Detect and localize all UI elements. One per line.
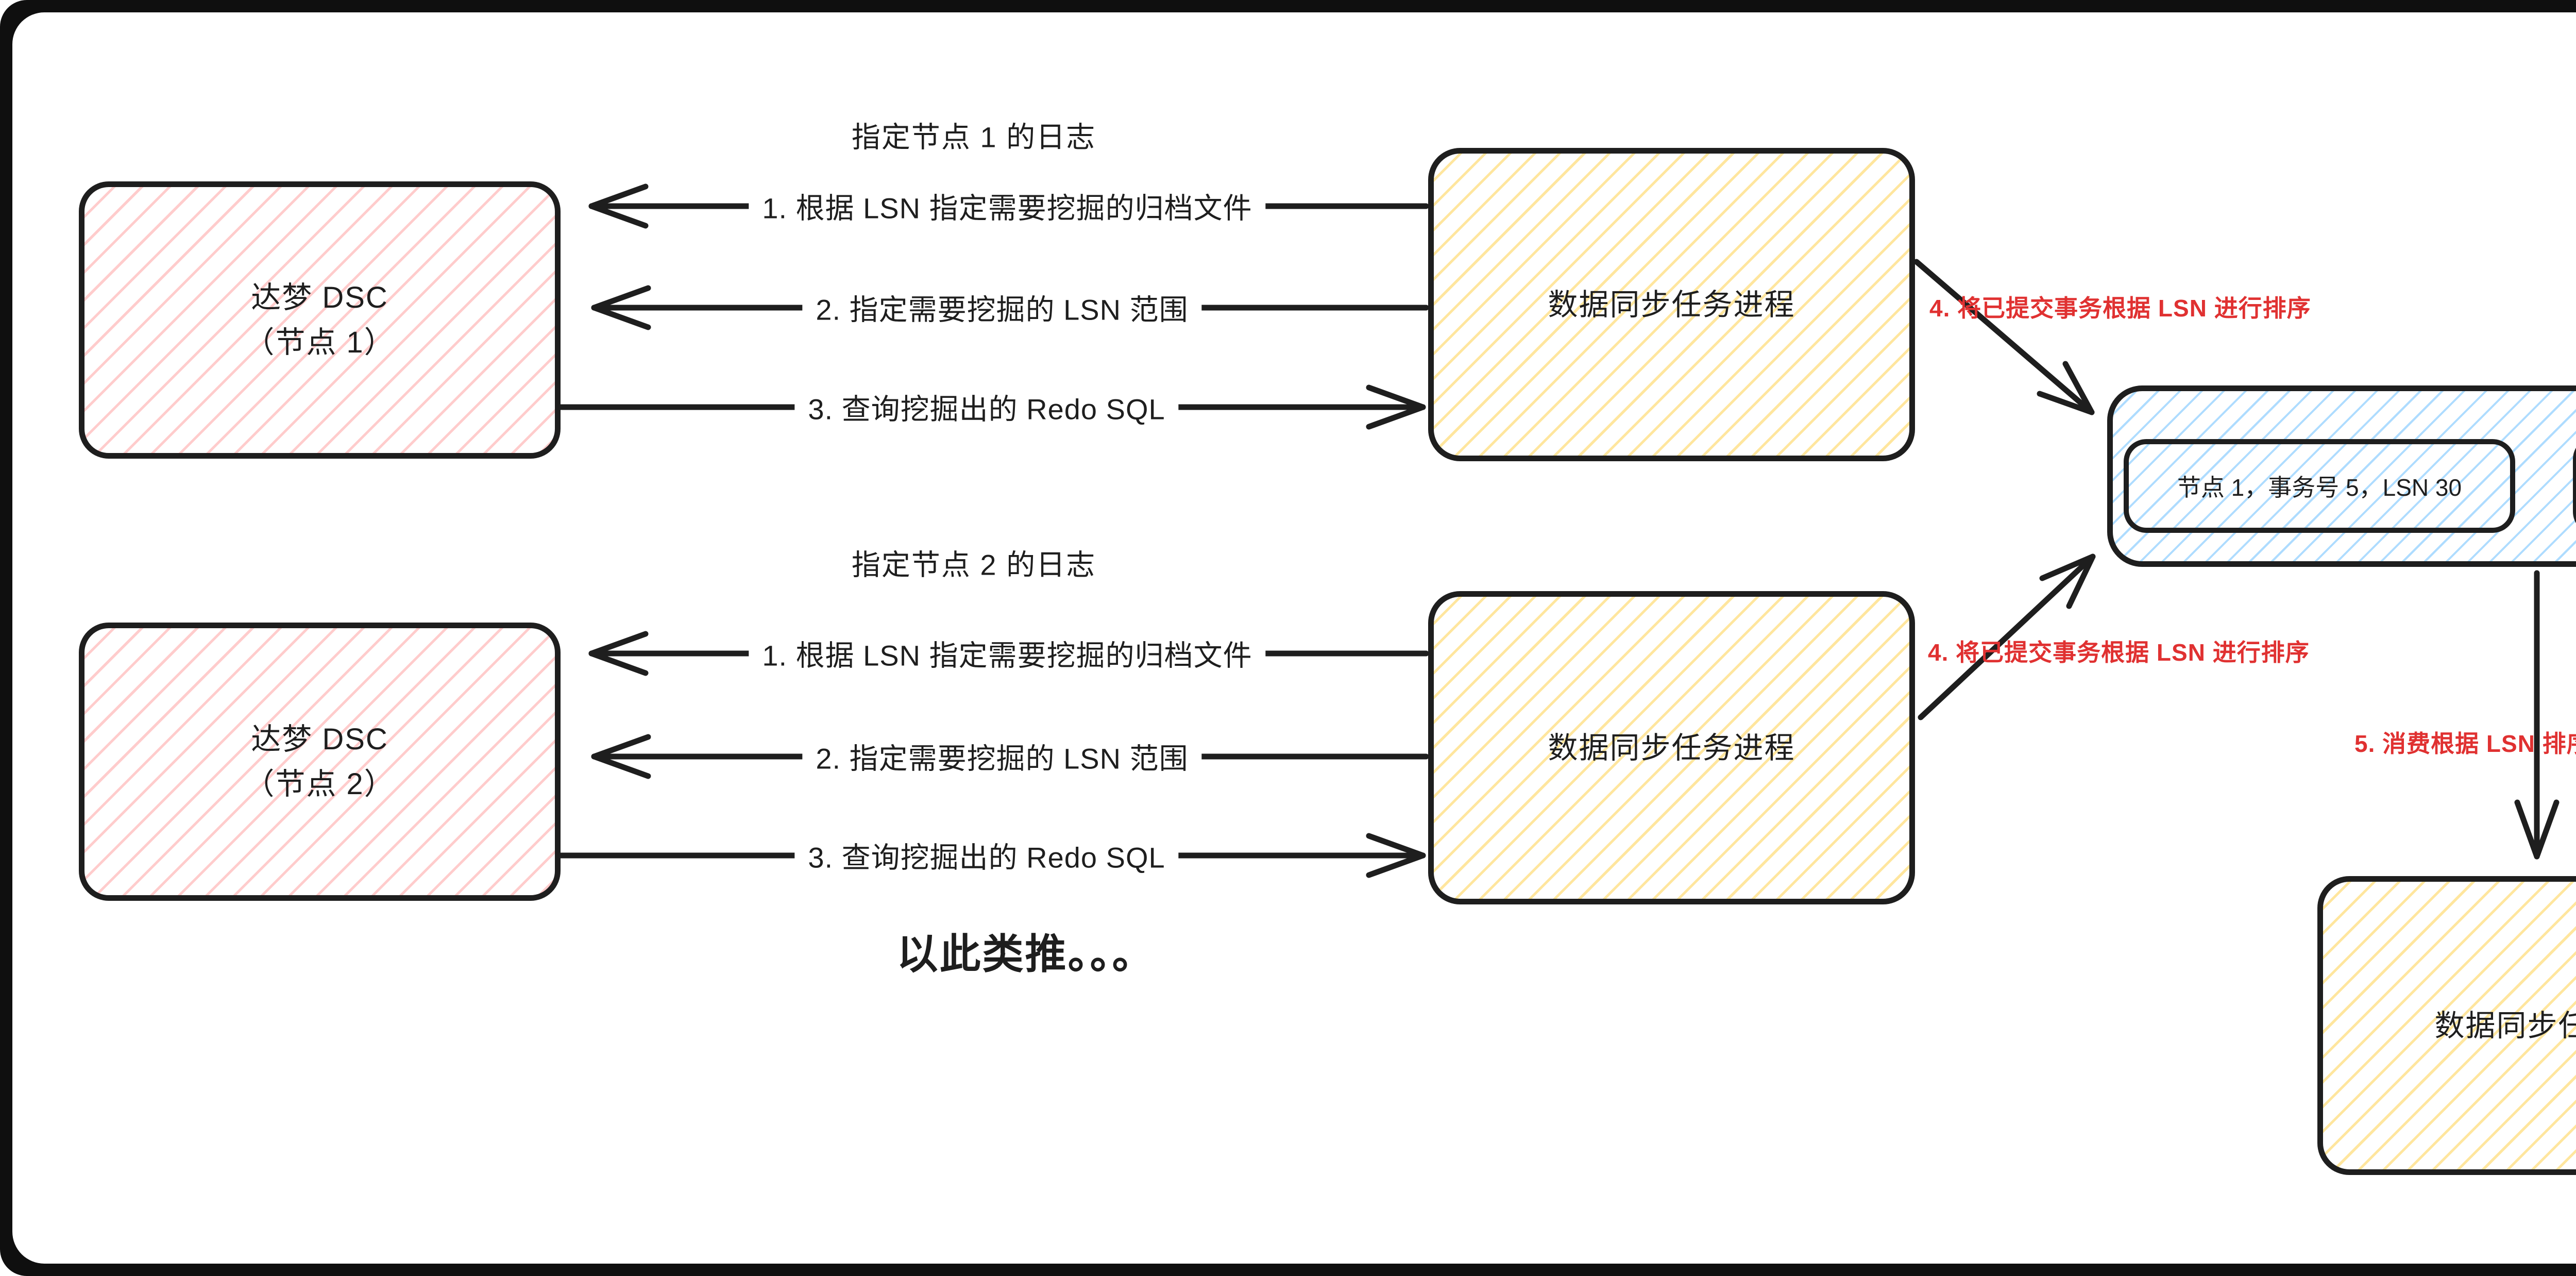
sync-task-top-label: 数据同步任务进程 — [1548, 288, 1795, 322]
dsc-node-2-title-line2: （节点 2） — [244, 767, 395, 801]
dsc-node-1-title-line2: （节点 1） — [244, 326, 395, 359]
annotation-sort-top: 4. 将已提交事务根据 LSN 进行排序 — [1929, 295, 2311, 322]
sync-task-consumer-label: 数据同步任务进程 — [2434, 1009, 2576, 1043]
flow1-step2-label: 2. 指定需要挖掘的 LSN 范围 — [802, 284, 1202, 331]
annotation-sort-bottom: 4. 将已提交事务根据 LSN 进行排序 — [1928, 639, 2310, 666]
dsc-node-2-box: 达梦 DSC （节点 2） — [79, 623, 561, 901]
sync-task-bottom-box: 数据同步任务进程 — [1428, 591, 1915, 904]
sync-task-bottom-label: 数据同步任务进程 — [1548, 731, 1795, 765]
flow1-step1-label: 1. 根据 LSN 指定需要挖掘的归档文件 — [749, 183, 1266, 229]
flow2-step3-label: 3. 查询挖掘出的 Redo SQL — [794, 832, 1179, 879]
flow2-header: 指定节点 2 的日志 — [851, 548, 1096, 581]
queue-item-1: 节点 1，事务号 5，LSN 30 — [2124, 439, 2515, 533]
dsc-node-2-title-line1: 达梦 DSC — [251, 723, 388, 756]
sync-task-consumer-box: 数据同步任务进程 — [2317, 876, 2576, 1175]
arrow-queue-to-consumer — [2514, 570, 2560, 860]
sorted-transaction-queue — [2107, 385, 2576, 567]
sync-task-top-box: 数据同步任务进程 — [1428, 148, 1915, 461]
arrow-sync-bottom-to-queue — [1918, 553, 2096, 720]
annotation-consume: 5. 消费根据 LSN 排序后的事务 — [2354, 730, 2576, 757]
flow2-step1-label: 1. 根据 LSN 指定需要挖掘的归档文件 — [749, 630, 1266, 677]
flow1-header: 指定节点 1 的日志 — [851, 121, 1096, 154]
and-so-on-note: 以此类推。。。 — [896, 931, 1155, 977]
dsc-node-1-title-line1: 达梦 DSC — [251, 281, 388, 314]
flow1-step3-label: 3. 查询挖掘出的 Redo SQL — [794, 384, 1179, 430]
dsc-node-1-box: 达梦 DSC （节点 1） — [79, 181, 561, 459]
flow2-step2-label: 2. 指定需要挖掘的 LSN 范围 — [802, 733, 1202, 780]
arrow-sync-top-to-queue — [1913, 259, 2095, 415]
